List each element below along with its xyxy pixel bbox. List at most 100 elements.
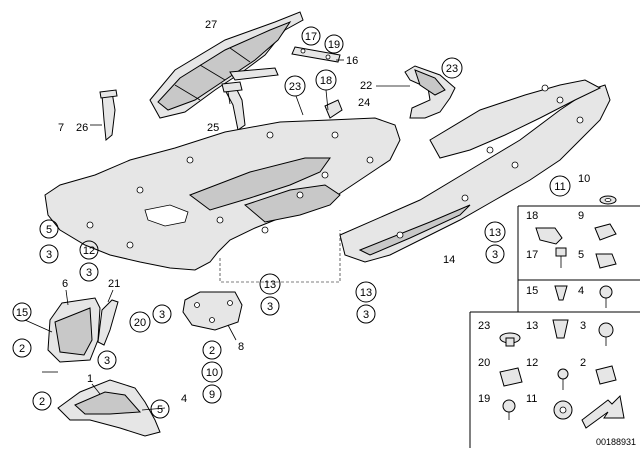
label-4: 4 (181, 393, 187, 405)
svg-text:3: 3 (159, 309, 165, 321)
main-underbody-panel (44, 117, 401, 271)
callout-18: 18 (315, 69, 337, 91)
document-id: 00188931 (596, 437, 636, 447)
callout-2-bottom: 2 (32, 391, 52, 411)
legend-label-23: 23 (478, 320, 490, 332)
svg-text:2: 2 (39, 396, 45, 408)
part-25-bracket (221, 81, 246, 131)
svg-text:17: 17 (305, 31, 317, 43)
label-14: 14 (443, 254, 455, 266)
svg-text:3: 3 (86, 267, 92, 279)
legend-label-5: 5 (578, 249, 584, 261)
part-27-heat-shield (149, 11, 304, 119)
svg-text:12: 12 (83, 245, 95, 257)
legend-label-13: 13 (526, 320, 538, 332)
svg-text:5: 5 (46, 224, 52, 236)
callout-19: 19 (324, 34, 344, 54)
legend-label-18: 18 (526, 210, 538, 222)
fastener-screw-icon (502, 399, 516, 420)
svg-text:13: 13 (489, 227, 501, 239)
part-16-strip (291, 46, 341, 63)
callout-3-right: 3 (485, 244, 505, 264)
callout-3-mid-2: 3 (260, 296, 280, 316)
legend-label-12: 12 (526, 357, 538, 369)
fastener-rivet-icon (552, 319, 569, 339)
part-22-bracket (404, 65, 456, 119)
part-1-front-spoiler (57, 379, 161, 437)
label-1: 1 (87, 373, 93, 385)
legend-label-10: 10 (578, 173, 590, 185)
callout-20: 20 (129, 311, 151, 333)
label-26: 26 (76, 122, 88, 134)
svg-text:19: 19 (328, 39, 340, 51)
callout-12: 12 (79, 240, 99, 260)
label-27: 27 (205, 19, 217, 31)
callout-23-mid: 23 (284, 75, 306, 97)
fastener-screw-icon (599, 285, 613, 308)
callout-3-center: 3 (356, 304, 376, 324)
fastener-clip-nut-icon (595, 365, 617, 385)
callout-17: 17 (301, 26, 321, 46)
part-21-bracket (97, 299, 119, 346)
callout-13-mid: 13 (259, 273, 281, 295)
callout-5-bottom: 5 (150, 399, 170, 419)
fastener-nut-icon (595, 253, 617, 269)
svg-text:23: 23 (289, 81, 301, 93)
label-25: 25 (207, 122, 219, 134)
fastener-washer-icon (599, 195, 617, 205)
legend-label-2: 2 (580, 357, 586, 369)
svg-text:10: 10 (206, 367, 218, 379)
part-number-labels: 27 16 22 24 25 7 26 6 21 1 4 8 14 10 9 1… (58, 19, 590, 405)
fastener-expanding-rivet-icon (499, 332, 521, 347)
callout-3-mid: 3 (152, 304, 172, 324)
legend-label-15: 15 (526, 285, 538, 297)
fastener-screw-icon (555, 247, 567, 268)
callout-3-left-3: 3 (97, 350, 117, 370)
legend-label-9: 9 (578, 210, 584, 222)
part-26-bracket (99, 89, 118, 141)
callout-15: 15 (12, 302, 32, 322)
svg-text:2: 2 (209, 345, 215, 357)
fastener-clip-icon (594, 223, 617, 241)
svg-text:3: 3 (46, 249, 52, 261)
fastener-legend (469, 195, 640, 448)
svg-text:13: 13 (264, 279, 276, 291)
callout-9-mid: 9 (202, 384, 222, 404)
circled-part-labels: 17 19 23 23 18 5 3 12 3 15 2 3 20 3 2 5 … (12, 26, 571, 419)
fastener-clip-nut-icon (499, 367, 523, 387)
legend-label-19: 19 (478, 393, 490, 405)
fastener-clip-icon (535, 227, 563, 245)
part-24-clip (324, 99, 343, 119)
svg-text:23: 23 (446, 63, 458, 75)
direction-arrow-icon (581, 394, 625, 429)
legend-label-4: 4 (578, 285, 584, 297)
part-8-plate (182, 291, 243, 331)
svg-text:15: 15 (16, 307, 28, 319)
callout-23-top: 23 (441, 57, 463, 79)
label-8: 8 (238, 341, 244, 353)
callout-2-left: 2 (12, 338, 32, 358)
svg-text:5: 5 (157, 404, 163, 416)
fastener-screw-icon (598, 322, 614, 346)
svg-text:13: 13 (360, 287, 372, 299)
svg-text:3: 3 (363, 309, 369, 321)
label-7: 7 (58, 122, 64, 134)
callout-10-mid: 10 (201, 361, 223, 383)
callout-13-right: 13 (484, 221, 506, 243)
part-14-rear-panel (339, 79, 611, 263)
callout-2-mid: 2 (202, 340, 222, 360)
svg-text:9: 9 (209, 389, 215, 401)
callout-13-center: 13 (355, 281, 377, 303)
legend-label-17: 17 (526, 249, 538, 261)
label-21: 21 (108, 278, 120, 290)
svg-text:11: 11 (554, 181, 565, 193)
leader-lines (24, 59, 410, 411)
callout-3-left: 3 (39, 244, 59, 264)
label-24: 24 (358, 97, 370, 109)
legend-label-20: 20 (478, 357, 490, 369)
label-6: 6 (62, 278, 68, 290)
svg-text:3: 3 (267, 301, 273, 313)
callout-5-left: 5 (39, 219, 59, 239)
callout-11: 11 (549, 175, 571, 197)
